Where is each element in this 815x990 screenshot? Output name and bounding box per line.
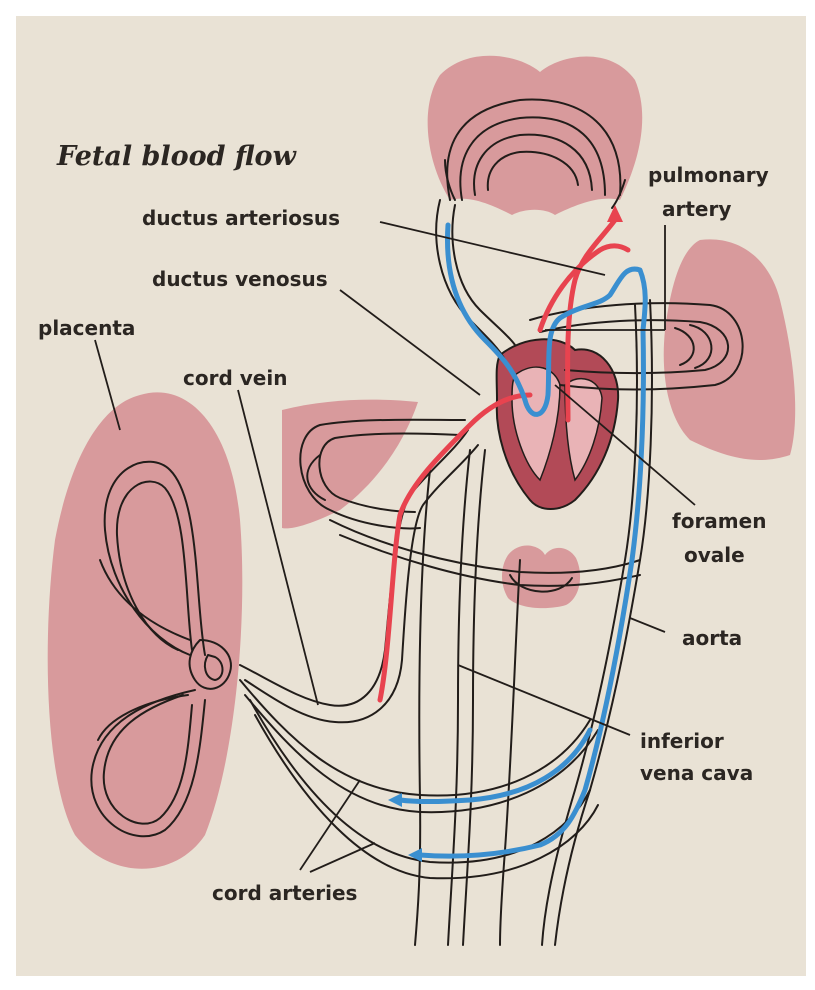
label-ductus-arteriosus: ductus arteriosus — [142, 206, 340, 230]
label-pulmonary-artery-1: pulmonary — [648, 163, 769, 187]
label-inferior-vena-cava-2: vena cava — [640, 761, 753, 785]
label-foramen-ovale-1: foramen — [672, 509, 766, 533]
abdominal-organ — [502, 546, 580, 609]
label-pulmonary-artery-2: artery — [662, 197, 731, 221]
label-placenta: placenta — [38, 316, 135, 340]
label-ductus-venosus: ductus venosus — [152, 267, 328, 291]
diagram-title: Fetal blood flow — [56, 141, 298, 172]
label-cord-arteries: cord arteries — [212, 881, 357, 905]
label-aorta: aorta — [682, 626, 742, 650]
label-inferior-vena-cava-1: inferior — [640, 729, 724, 753]
label-cord-vein: cord vein — [183, 366, 287, 390]
label-foramen-ovale-2: ovale — [684, 543, 745, 567]
